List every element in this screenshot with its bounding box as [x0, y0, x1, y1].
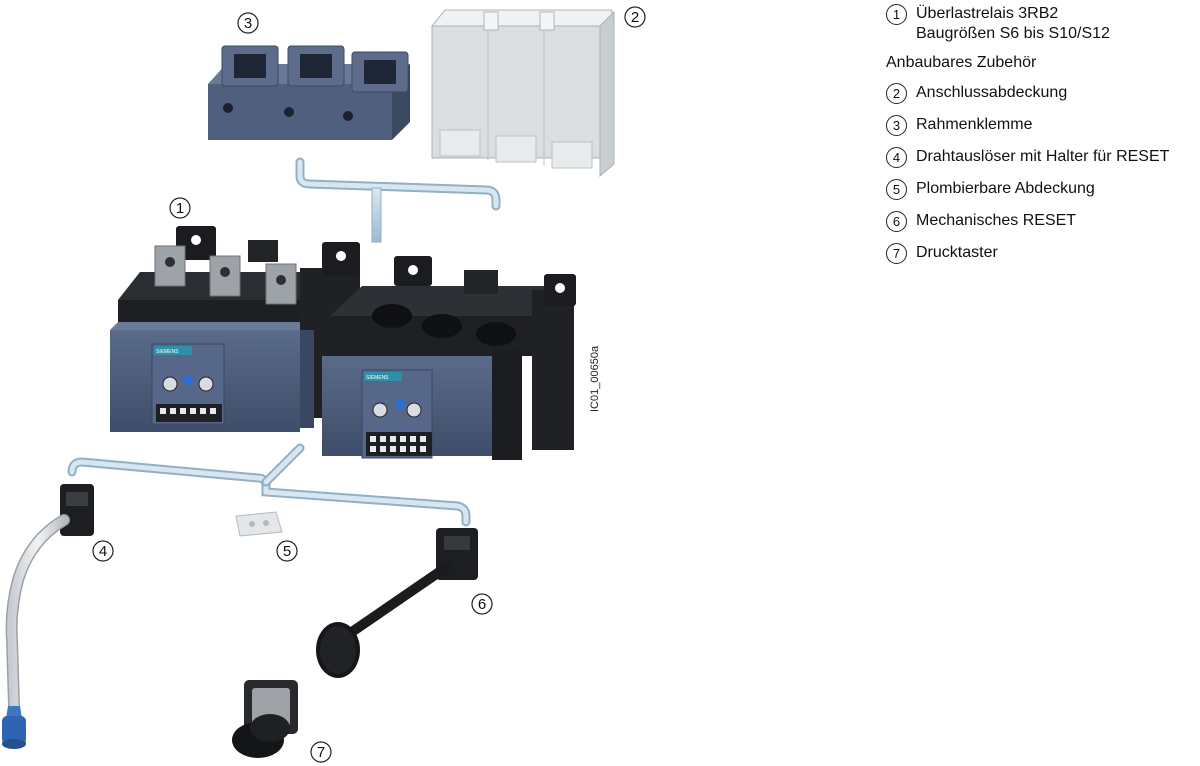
legend-label-line2: Baugrößen S6 bis S10/S12	[916, 25, 1110, 42]
legend-item-2: 2 Anschlussabdeckung	[886, 83, 1196, 104]
legend-item-3: 3 Rahmenklemme	[886, 115, 1196, 136]
overload-relay-right: SIEMENS	[322, 256, 576, 460]
svg-text:3: 3	[244, 15, 252, 32]
legend-item-5: 5 Plombierbare Abdeckung	[886, 179, 1196, 200]
legend-label: Plombierbare Abdeckung	[916, 180, 1095, 197]
lower-connector-bracket	[67, 443, 471, 527]
callout-7: 7	[310, 741, 332, 763]
callout-1: 1	[169, 197, 191, 219]
legend-item-4: 4 Drahtauslöser mit Halter für RESET	[886, 147, 1196, 168]
legend-item-7: 7 Drucktaster	[886, 243, 1196, 264]
brand-label-left: SIEMENS	[156, 349, 179, 355]
legend-accessories-heading: Anbaubares Zubehör	[886, 54, 1037, 71]
legend-number: 4	[886, 147, 907, 168]
callout-5: 5	[276, 540, 298, 562]
legend: 1 Überlastrelais 3RB2 Baugrößen S6 bis S…	[886, 4, 1196, 275]
sealable-cover	[235, 511, 283, 537]
legend-label: Mechanisches RESET	[916, 212, 1077, 229]
svg-text:6: 6	[478, 596, 486, 613]
legend-label: Drahtauslöser mit Halter für RESET	[916, 148, 1170, 165]
upper-connector-bracket	[295, 157, 501, 243]
brand-label-right: SIEMENS	[366, 375, 389, 381]
overload-relay-left: SIEMENS	[110, 226, 360, 432]
callout-6: 6	[471, 593, 493, 615]
legend-number: 6	[886, 211, 907, 232]
callout-3: 3	[237, 12, 259, 34]
document-id: IC01_00650a	[589, 345, 601, 412]
svg-text:2: 2	[631, 9, 639, 26]
wire-release-with-holder	[2, 484, 94, 749]
legend-number: 5	[886, 179, 907, 200]
legend-number: 3	[886, 115, 907, 136]
legend-number: 2	[886, 83, 907, 104]
svg-text:1: 1	[176, 200, 184, 217]
svg-text:5: 5	[283, 543, 291, 560]
legend-label: Drucktaster	[916, 244, 998, 261]
svg-text:7: 7	[317, 744, 325, 761]
terminal-cover	[431, 9, 615, 178]
legend-label: Rahmenklemme	[916, 116, 1033, 133]
legend-number: 7	[886, 243, 907, 264]
push-button	[232, 680, 298, 758]
legend-label: Anschlussabdeckung	[916, 84, 1068, 101]
legend-item-1: 1 Überlastrelais 3RB2 Baugrößen S6 bis S…	[886, 4, 1196, 44]
svg-text:4: 4	[99, 543, 107, 560]
callout-2: 2	[624, 6, 646, 28]
callout-4: 4	[92, 540, 114, 562]
frame-clamp	[208, 45, 410, 140]
mechanical-reset	[316, 528, 478, 678]
legend-item-6: 6 Mechanisches RESET	[886, 211, 1196, 232]
legend-label: Überlastrelais 3RB2	[916, 5, 1059, 22]
legend-number: 1	[886, 4, 907, 25]
